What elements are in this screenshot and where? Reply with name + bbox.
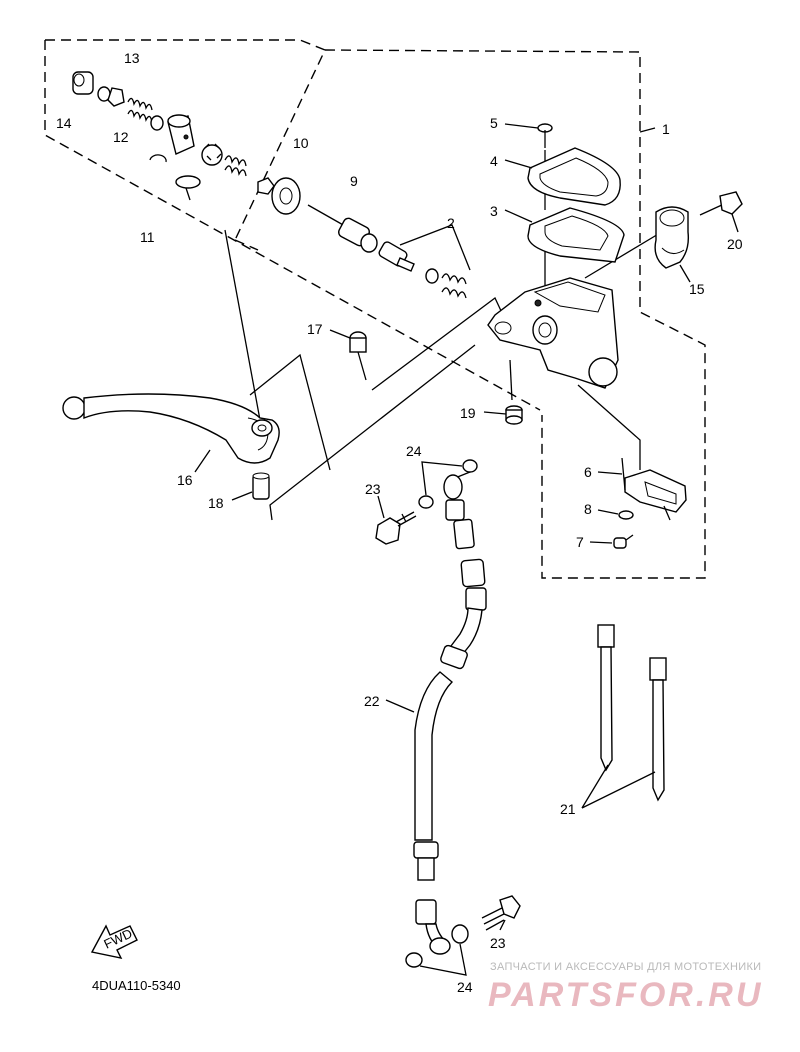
part-11-oring bbox=[175, 175, 201, 189]
part-17-leader bbox=[329, 329, 351, 339]
callout-23-bottom: 23 bbox=[490, 935, 506, 951]
part-5-leader bbox=[504, 123, 539, 129]
callout-24-bottom: 24 bbox=[457, 979, 473, 995]
callout-1: 1 bbox=[662, 121, 670, 137]
callout-19: 19 bbox=[460, 405, 476, 421]
part-4-leader bbox=[504, 159, 533, 169]
master-cylinder-body bbox=[487, 277, 619, 389]
callout-22: 22 bbox=[364, 693, 380, 709]
callout-17: 17 bbox=[307, 321, 323, 337]
part-6-leader bbox=[597, 471, 623, 475]
part-19-leader bbox=[483, 411, 507, 415]
part-13-spring bbox=[127, 97, 164, 131]
part-24-washer-c bbox=[451, 924, 469, 944]
part-23-bottom-leader bbox=[499, 919, 506, 931]
part-7-leader bbox=[589, 541, 613, 544]
callout-6: 6 bbox=[584, 464, 592, 480]
callout-12: 12 bbox=[113, 129, 129, 145]
part-12-circlip bbox=[149, 154, 167, 163]
part-23-bolt-top bbox=[375, 511, 417, 545]
part-21-cable-tie-b bbox=[649, 657, 667, 802]
callout-18: 18 bbox=[208, 495, 224, 511]
callout-20: 20 bbox=[727, 236, 743, 252]
part-6-switch bbox=[621, 457, 687, 521]
part-5-screw bbox=[537, 123, 553, 148]
part-2-leader bbox=[399, 224, 471, 271]
part-9-rod bbox=[307, 204, 378, 253]
part-1-leader bbox=[639, 127, 656, 133]
part-3-diaphragm bbox=[527, 207, 625, 263]
callout-labels: 1 2 3 4 5 6 7 8 9 10 11 12 13 14 15 16 1… bbox=[56, 50, 743, 995]
diagram-reference-code: 4DUA110-5340 bbox=[92, 978, 181, 993]
assembly-boundary-11 bbox=[44, 39, 541, 411]
part-4-cap bbox=[527, 147, 621, 206]
part-19-collar bbox=[505, 405, 523, 425]
callout-15: 15 bbox=[689, 281, 705, 297]
part-24-washer-d bbox=[405, 952, 423, 968]
callout-3: 3 bbox=[490, 203, 498, 219]
part-23-bolt-bottom bbox=[481, 895, 521, 931]
callout-14: 14 bbox=[56, 115, 72, 131]
part-13-nut bbox=[97, 86, 125, 107]
part-12-adjuster bbox=[167, 114, 195, 155]
part-18-collar bbox=[252, 472, 270, 500]
callout-8: 8 bbox=[584, 501, 592, 517]
callout-23-top: 23 bbox=[365, 481, 381, 497]
part-15-holder bbox=[654, 206, 690, 269]
part-8-washer bbox=[618, 510, 634, 520]
part-20-bolt bbox=[699, 191, 743, 216]
part-10-spring-set bbox=[201, 143, 247, 177]
assembly-boundary-1 bbox=[234, 49, 706, 579]
part-14-cap bbox=[72, 71, 94, 95]
fwd-arrow-icon: FWD bbox=[90, 924, 138, 959]
part-24-bottom-leader bbox=[419, 943, 467, 976]
callout-11: 11 bbox=[140, 229, 155, 245]
part-22-leader bbox=[385, 699, 415, 713]
part-21-cable-tie-a bbox=[597, 624, 615, 772]
part-17-bolt bbox=[349, 331, 367, 381]
callout-2: 2 bbox=[447, 215, 455, 231]
part-18-leader bbox=[231, 491, 253, 501]
part-24-washer-a bbox=[462, 459, 478, 473]
part-8-leader bbox=[597, 509, 619, 515]
callout-16: 16 bbox=[177, 472, 193, 488]
callout-10: 10 bbox=[293, 135, 309, 151]
part-20-leader bbox=[731, 213, 739, 233]
part-24-top-leader bbox=[421, 461, 463, 496]
watermark: ЗАПЧАСТИ И АКСЕССУАРЫ ДЛЯ МОТОТЕХНИКИ PA… bbox=[488, 961, 763, 1014]
callout-5: 5 bbox=[490, 115, 498, 131]
callout-7: 7 bbox=[576, 534, 584, 550]
part-15-leader bbox=[679, 264, 691, 283]
callout-9: 9 bbox=[350, 173, 358, 189]
part-10-cap bbox=[257, 177, 301, 215]
part-16-lever bbox=[62, 393, 280, 464]
part-22-brake-hose bbox=[413, 474, 487, 955]
part-7-screw bbox=[613, 534, 634, 549]
callout-24-top: 24 bbox=[406, 443, 422, 459]
callout-13: 13 bbox=[124, 50, 140, 66]
part-23-top-leader bbox=[377, 495, 385, 519]
part-2-piston bbox=[378, 241, 467, 299]
part-24-washer-b bbox=[418, 495, 434, 509]
watermark-tagline: ЗАПЧАСТИ И АКСЕССУАРЫ ДЛЯ МОТОТЕХНИКИ bbox=[490, 961, 761, 973]
part-21-leader bbox=[581, 764, 656, 809]
callout-4: 4 bbox=[490, 153, 498, 169]
part-3-leader bbox=[504, 209, 533, 223]
callout-21: 21 bbox=[560, 801, 576, 817]
watermark-logo: PARTSFOR.RU bbox=[488, 976, 763, 1014]
part-16-leader bbox=[194, 449, 211, 473]
